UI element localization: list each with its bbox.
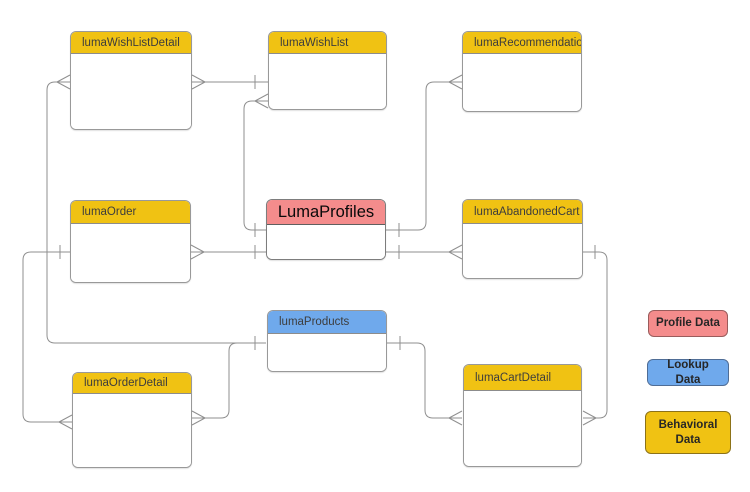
entity-body (71, 54, 191, 129)
rel-lumaProducts-lumaCartDetail (387, 336, 463, 426)
entity-header: lumaOrder (71, 201, 190, 224)
rel-lumaAbandonedCart-lumaCartDetail (582, 245, 608, 426)
entity-luma-products[interactable]: lumaProducts (267, 310, 387, 372)
entity-body (267, 225, 385, 259)
entity-luma-profiles[interactable]: LumaProfiles (266, 199, 386, 260)
rel-lumaOrder-lumaOrderDetail (22, 245, 73, 430)
entity-title: lumaAbandonedCart (474, 205, 580, 218)
entity-title: lumaRecommendation (474, 36, 582, 49)
entity-body (71, 224, 190, 282)
entity-body (464, 391, 581, 466)
entity-body (463, 54, 581, 111)
entity-header: lumaAbandonedCart (463, 200, 582, 224)
entity-title: lumaOrder (82, 206, 137, 218)
entity-header: LumaProfiles (267, 200, 385, 225)
entity-luma-cart-detail[interactable]: lumaCartDetail (463, 364, 582, 467)
entity-luma-abandoned-cart[interactable]: lumaAbandonedCart (462, 199, 583, 279)
legend-label: Profile Data (656, 317, 720, 330)
entity-title: lumaOrderDetail (84, 377, 168, 389)
entity-luma-wishlist[interactable]: lumaWishList (268, 31, 387, 110)
entity-title: lumaWishList (280, 36, 349, 49)
entity-title: lumaProducts (279, 316, 350, 328)
rel-LumaProfiles-lumaWishList (243, 93, 269, 237)
rel-LumaProfiles-lumaOrder (190, 244, 266, 260)
rel-lumaProducts-lumaOrderDetail (191, 342, 266, 426)
legend-label: Lookup Data (667, 359, 709, 386)
legend-profile-data[interactable]: Profile Data (648, 310, 728, 337)
entity-luma-order[interactable]: lumaOrder (70, 200, 191, 283)
entity-luma-order-detail[interactable]: lumaOrderDetail (72, 372, 192, 468)
entity-body (463, 224, 582, 278)
entity-luma-recommendation[interactable]: lumaRecommendation (462, 31, 582, 112)
legend-behavioral-data[interactable]: Behavioral Data (645, 411, 731, 454)
rel-LumaProfiles-lumaRecommendation (386, 74, 463, 237)
entity-title: LumaProfiles (277, 202, 375, 221)
rel-LumaProfiles-lumaAbandonedCart (386, 244, 463, 260)
entity-body (268, 334, 386, 371)
entity-body (269, 54, 386, 109)
entity-header: lumaWishListDetail (71, 32, 191, 54)
entity-body (73, 394, 191, 467)
entity-header: lumaProducts (268, 311, 386, 334)
legend-label: Behavioral Data (658, 419, 718, 446)
entity-header: lumaWishList (269, 32, 386, 54)
entity-title: lumaWishListDetail (82, 36, 180, 49)
rel-lumaWishList-lumaWishListDetail (191, 74, 268, 90)
entity-luma-wishlist-detail[interactable]: lumaWishListDetail (70, 31, 192, 130)
entity-header: lumaOrderDetail (73, 373, 191, 394)
entity-title: lumaCartDetail (475, 371, 552, 384)
entity-header: lumaRecommendation (463, 32, 581, 54)
entity-header: lumaCartDetail (464, 365, 581, 391)
legend-lookup-data[interactable]: Lookup Data (647, 359, 729, 386)
